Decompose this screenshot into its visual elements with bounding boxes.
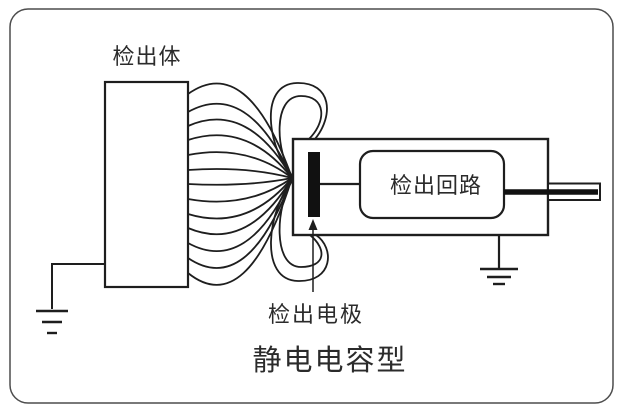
field-line (187, 177, 293, 186)
detection-circuit-box (358, 149, 506, 220)
detection-circuit-label: 检出回路 (390, 173, 482, 198)
field-loop-bottom-inner (278, 180, 323, 268)
electrode-pointer-arrow (308, 219, 318, 292)
field-line (187, 177, 293, 269)
field-line (187, 151, 293, 179)
field-loop-top-outer (269, 82, 328, 177)
field-line (187, 177, 293, 220)
field-loop-top-inner (278, 95, 323, 177)
field-line (187, 177, 293, 236)
arrow-head-icon (308, 219, 318, 230)
field-line (187, 82, 293, 179)
field-loops (269, 82, 329, 282)
figure-border (9, 8, 614, 404)
field-line (187, 168, 293, 179)
field-loop-bottom-outer (270, 180, 329, 282)
field-line (187, 177, 293, 203)
ground-symbol-left (36, 309, 68, 335)
left-ground-wire (51, 263, 105, 309)
figure-title: 静电电容型 (252, 344, 407, 377)
detected-object-label: 检出体 (112, 44, 181, 69)
field-line (187, 134, 293, 179)
field-line (187, 102, 293, 179)
detection-electrode-label: 检出电极 (268, 302, 364, 327)
detection-electrode-bar (308, 152, 320, 217)
field-lines (187, 82, 293, 286)
detected-object-rect (103, 80, 190, 289)
ground-symbol-right (480, 267, 518, 286)
